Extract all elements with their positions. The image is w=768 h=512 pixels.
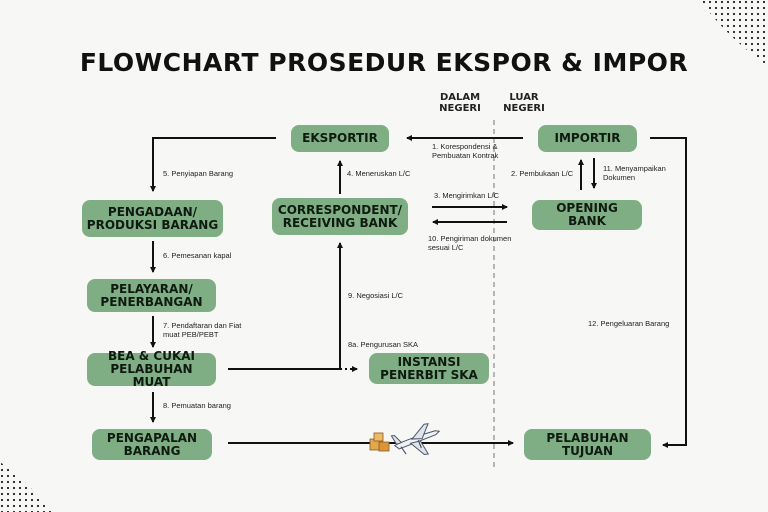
label-step-7: 7. Pendaftaran dan Fiat muat PEB/PEBT	[163, 321, 242, 339]
header-luar-negeri: LUAR NEGERI	[503, 92, 545, 114]
label-step-10: 10. Pengiriman dokumen sesuai L/C	[428, 234, 512, 252]
arrow-step-12	[650, 137, 687, 448]
node-pengapalan: PENGAPALAN BARANG	[92, 429, 212, 460]
node-bea-cukai: BEA & CUKAI PELABUHAN MUAT	[87, 350, 216, 389]
decor-dots-bottom-left	[0, 462, 52, 512]
arrow-step-5	[150, 137, 276, 192]
header-dalam-negeri: DALAM NEGERI	[439, 92, 481, 114]
node-instansi-ska: INSTANSI PENERBIT SKA	[369, 353, 489, 384]
node-pengadaan: PENGADAAN/ PRODUKSI BARANG	[82, 200, 223, 237]
node-pelayaran: PELAYARAN/ PENERBANGAN	[87, 279, 216, 312]
label-step-6: 6. Pemesanan kapal	[163, 251, 232, 260]
cargo-boxes-icon	[369, 432, 390, 452]
airplane-icon	[390, 423, 441, 456]
node-opening-bank: OPENING BANK	[532, 200, 642, 230]
label-step-11: 11. Menyampaikan Dokumen	[603, 164, 666, 182]
label-step-8a: 8a. Pengurusan SKA	[348, 340, 419, 349]
page-title: FLOWCHART PROSEDUR EKSPOR & IMPOR	[79, 48, 689, 77]
label-step-8: 8. Pemuatan barang	[163, 401, 231, 410]
decor-dots-top-right	[700, 0, 768, 66]
node-correspondent-bank: CORRESPONDENT/ RECEIVING BANK	[272, 198, 408, 235]
label-step-9: 9. Negosiasi L/C	[348, 291, 404, 300]
label-step-1: 1. Korespondensi & Pembuatan Kontrak	[432, 142, 499, 160]
node-eksportir: EKSPORTIR	[291, 125, 389, 152]
label-step-4: 4. Meneruskan L/C	[347, 169, 411, 178]
label-step-5: 5. Penyiapan Barang	[163, 169, 234, 178]
node-pelabuhan-tujuan: PELABUHAN TUJUAN	[524, 429, 651, 460]
label-step-3: 3. Mengirimkan L/C	[434, 191, 500, 200]
node-importir: IMPORTIR	[538, 125, 637, 152]
label-step-2: 2. Pembukaan L/C	[511, 169, 574, 178]
label-step-12: 12. Pengeluaran Barang	[588, 319, 670, 328]
